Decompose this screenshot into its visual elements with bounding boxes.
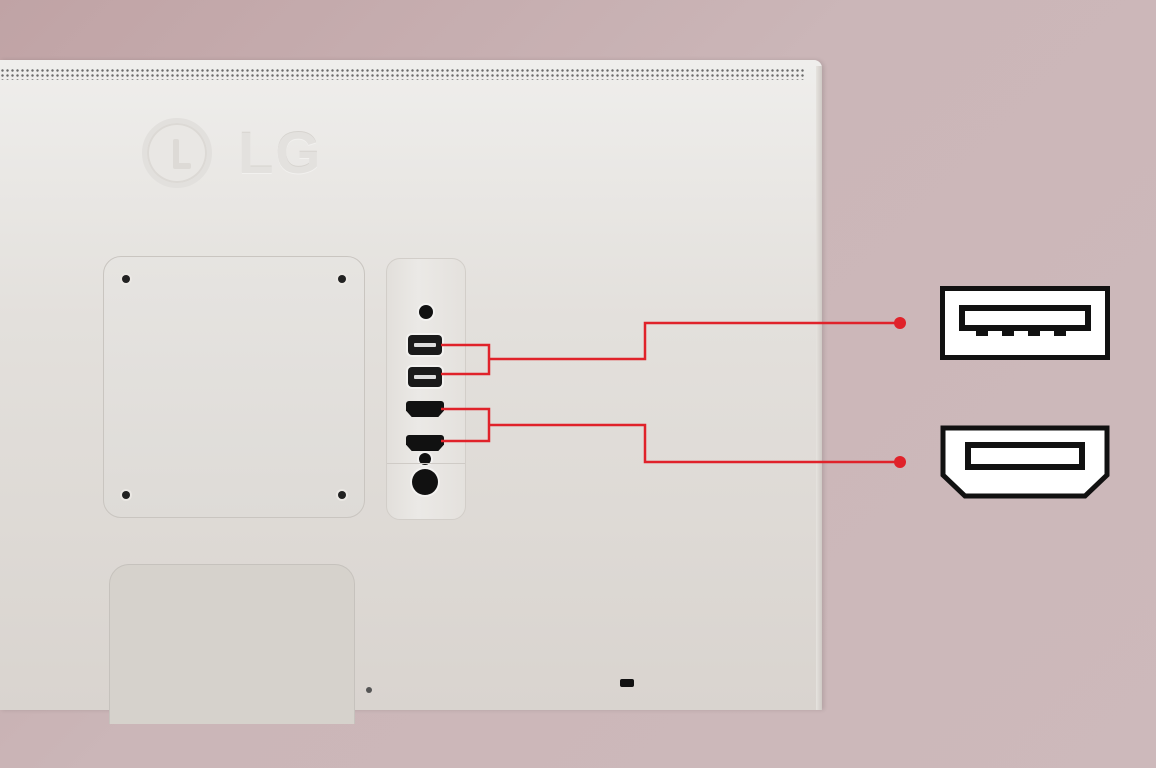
dc-power-port — [412, 469, 438, 495]
lg-logo-circle-icon — [142, 118, 212, 188]
small-jack-port — [419, 453, 431, 465]
audio-jack-port — [419, 305, 433, 319]
monitor-back: LG — [0, 60, 822, 724]
screw-hole-icon — [338, 491, 346, 499]
hdmi-port-2 — [406, 435, 444, 451]
screw-hole-icon — [122, 275, 130, 283]
usb-callout-dot — [894, 317, 906, 329]
panel-divider — [387, 463, 465, 464]
vesa-mount-plate — [103, 256, 365, 518]
lg-logo: LG — [142, 118, 342, 190]
usb-a-icon — [940, 286, 1110, 360]
port-panel — [386, 258, 466, 520]
vent-grille — [0, 68, 806, 80]
lower-cover-panel — [109, 564, 355, 724]
hdmi-callout-dot — [894, 456, 906, 468]
hdmi-port-1 — [406, 401, 444, 417]
security-slot — [620, 679, 634, 687]
lg-logo-text: LG — [238, 121, 323, 186]
screw-hole-icon — [122, 491, 130, 499]
screw-hole-icon — [338, 275, 346, 283]
hdmi-icon — [940, 425, 1110, 499]
small-hole — [366, 687, 372, 693]
usb-port-2 — [408, 367, 442, 387]
usb-port-1 — [408, 335, 442, 355]
